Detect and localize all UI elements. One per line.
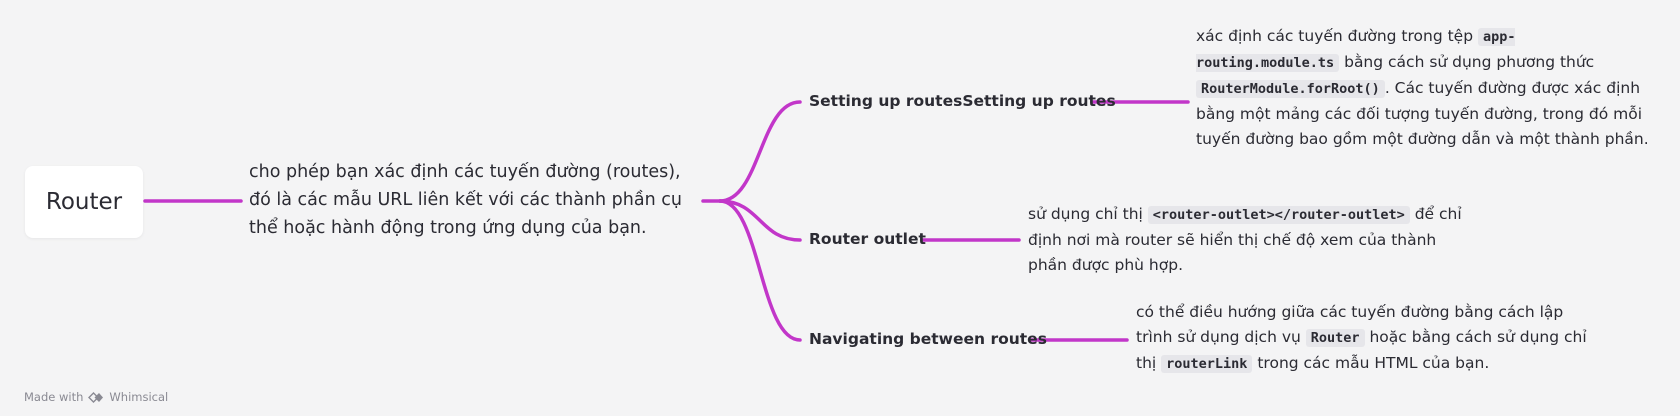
branch-navigating-between-routes[interactable]: Navigating between routes bbox=[809, 330, 1047, 348]
root-node[interactable]: Router bbox=[25, 166, 143, 238]
root-description: cho phép bạn xác định các tuyến đường (r… bbox=[249, 162, 682, 238]
connector-hub-branch-3 bbox=[718, 199, 802, 342]
leaf-navigating-between-routes: có thể điều hướng giữa các tuyến đường b… bbox=[1136, 303, 1587, 373]
code-router-link: routerLink bbox=[1161, 355, 1253, 373]
code-router-service: Router bbox=[1305, 329, 1365, 347]
root-label: Router bbox=[45, 189, 123, 215]
code-router-module-forroot: RouterModule.forRoot() bbox=[1196, 80, 1385, 98]
made-with-label: Made with bbox=[24, 390, 84, 404]
leaf-router-outlet: sử dụng chỉ thị <router-outlet></router-… bbox=[1028, 205, 1462, 274]
connector-hub-branch-2 bbox=[718, 199, 802, 242]
whimsical-logo-icon bbox=[88, 391, 104, 403]
leaf-setting-up-routes: xác định các tuyến đường trong tệp app-r… bbox=[1196, 27, 1649, 148]
branch-router-outlet[interactable]: Router outlet bbox=[809, 230, 926, 248]
branch-setting-up-routes[interactable]: Setting up routesSetting up routes bbox=[809, 92, 1116, 110]
connector-hub-branch-1 bbox=[718, 100, 802, 203]
made-with-whimsical-badge[interactable]: Made with Whimsical bbox=[24, 390, 168, 404]
code-router-outlet-tag: <router-outlet></router-outlet> bbox=[1147, 206, 1410, 224]
whimsical-brand-label: Whimsical bbox=[109, 390, 169, 404]
